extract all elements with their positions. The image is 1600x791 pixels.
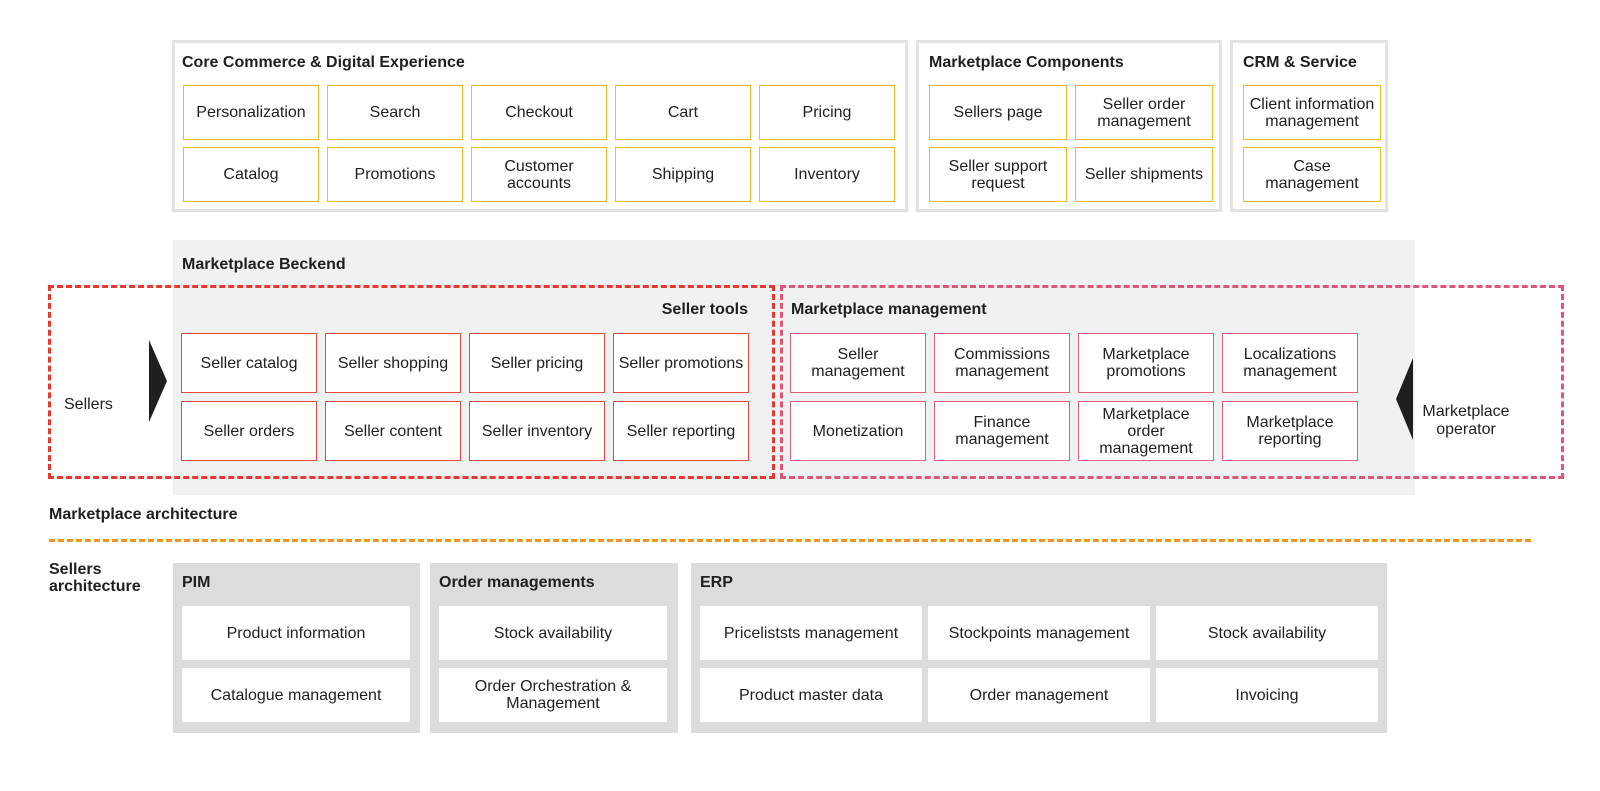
core-commerce-title: Core Commerce & Digital Experience: [182, 54, 465, 71]
arrow-right-icon: [149, 340, 167, 422]
core-item: Checkout: [471, 85, 607, 140]
core-item: Inventory: [759, 147, 895, 202]
marketplace-backend-title: Marketplace Beckend: [182, 256, 346, 273]
component-item: Seller shipments: [1075, 147, 1213, 202]
erp-item: Order management: [928, 668, 1150, 722]
seller-tool-item: Seller inventory: [469, 401, 605, 461]
erp-item: Priceliststs management: [700, 606, 922, 660]
erp-item: Invoicing: [1156, 668, 1378, 722]
seller-tool-item: Seller catalog: [181, 333, 317, 393]
seller-tool-item: Seller shopping: [325, 333, 461, 393]
management-item: Seller management: [790, 333, 926, 393]
management-item: Finance management: [934, 401, 1070, 461]
seller-tools-dashed-region: [48, 285, 775, 479]
seller-tool-item: Seller pricing: [469, 333, 605, 393]
seller-tool-item: Seller reporting: [613, 401, 749, 461]
core-item: Personalization: [183, 85, 319, 140]
management-item: Marketplace promotions: [1078, 333, 1214, 393]
pim-title: PIM: [182, 574, 211, 591]
pim-item: Catalogue management: [182, 668, 410, 722]
erp-item: Stockpoints management: [928, 606, 1150, 660]
erp-item: Product master data: [700, 668, 922, 722]
order-managements-panel: Order managements Stock availability Ord…: [430, 563, 678, 733]
management-item: Localizations management: [1222, 333, 1358, 393]
seller-tool-item: Seller content: [325, 401, 461, 461]
crm-title: CRM & Service: [1243, 54, 1357, 71]
core-item: Search: [327, 85, 463, 140]
seller-tool-item: Seller promotions: [613, 333, 749, 393]
erp-item: Stock availability: [1156, 606, 1378, 660]
sellers-label: Sellers: [64, 396, 113, 413]
marketplace-management-dashed-region: [780, 285, 1564, 479]
core-commerce-panel: Core Commerce & Digital Experience Perso…: [172, 40, 908, 212]
pim-item: Product information: [182, 606, 410, 660]
crm-panel: CRM & Service Client information managem…: [1230, 40, 1388, 212]
crm-item: Case management: [1243, 147, 1381, 202]
component-item: Sellers page: [929, 85, 1067, 140]
erp-title: ERP: [700, 574, 733, 591]
seller-tools-title: Seller tools: [661, 301, 748, 318]
marketplace-components-panel: Marketplace Components Sellers page Sell…: [916, 40, 1222, 212]
management-item: Marketplace order management: [1078, 401, 1214, 461]
management-item: Commissions management: [934, 333, 1070, 393]
management-item: Monetization: [790, 401, 926, 461]
order-item: Order Orchestration & Management: [439, 668, 667, 722]
core-item: Customer accounts: [471, 147, 607, 202]
marketplace-architecture-label: Marketplace architecture: [49, 506, 238, 523]
core-item: Pricing: [759, 85, 895, 140]
core-item: Catalog: [183, 147, 319, 202]
core-item: Shipping: [615, 147, 751, 202]
crm-item: Client information management: [1243, 85, 1381, 140]
component-item: Seller support request: [929, 147, 1067, 202]
pim-panel: PIM Product information Catalogue manage…: [173, 563, 420, 733]
order-item: Stock availability: [439, 606, 667, 660]
marketplace-management-title: Marketplace management: [791, 301, 987, 318]
erp-panel: ERP Priceliststs management Stockpoints …: [691, 563, 1387, 733]
component-item: Seller order management: [1075, 85, 1213, 140]
order-managements-title: Order managements: [439, 574, 595, 591]
arrow-left-icon: [1396, 358, 1413, 440]
management-item: Marketplace reporting: [1222, 401, 1358, 461]
marketplace-components-title: Marketplace Components: [929, 54, 1124, 71]
core-item: Cart: [615, 85, 751, 140]
marketplace-operator-label: Marketplace operator: [1422, 403, 1510, 438]
architecture-divider: [49, 539, 1531, 542]
sellers-architecture-label: Sellers architecture: [49, 561, 141, 595]
core-item: Promotions: [327, 147, 463, 202]
seller-tool-item: Seller orders: [181, 401, 317, 461]
